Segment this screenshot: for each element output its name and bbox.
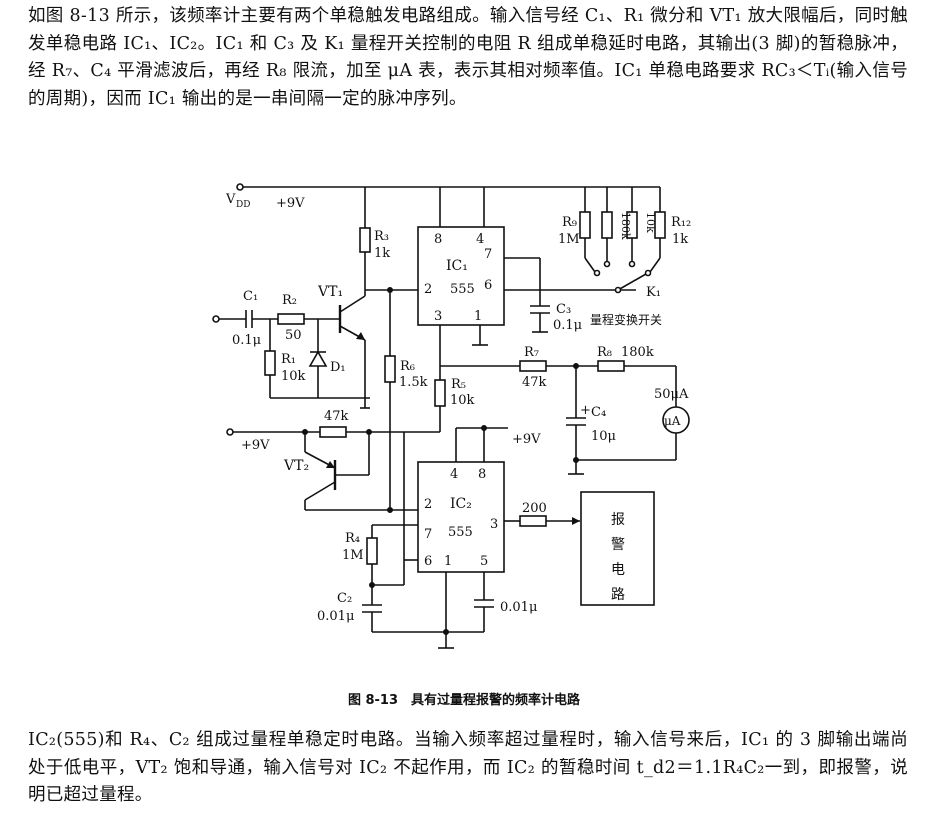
ic1-555: 555 [450, 282, 475, 297]
r9-label: R₉ [562, 215, 577, 230]
r8-resistor [597, 360, 625, 372]
ic2-pin7: 7 [424, 527, 432, 542]
ic2-pin5: 5 [480, 554, 488, 569]
r180k-label: 180k [619, 212, 632, 240]
r7-value: 47k [522, 375, 547, 390]
ic2-pin8: 8 [478, 467, 486, 482]
r8-value: 180k [621, 345, 654, 360]
r5-value: 10k [450, 393, 475, 408]
c3-value: 0.1μ [553, 318, 582, 333]
r6-resistor [384, 355, 396, 383]
r4-resistor [366, 537, 378, 565]
vdd-sub: DD [236, 200, 250, 210]
k1-label: K₁ [646, 285, 661, 300]
r1-label: R₁ [281, 352, 296, 367]
ic2-label: IC₂ [450, 496, 472, 512]
figure-caption: 图 8-13 具有过量程报警的频率计电路 [347, 693, 581, 708]
ic1-pin3: 3 [434, 309, 442, 324]
ic1-pin1: 1 [474, 309, 482, 324]
r180k-resistor [601, 211, 613, 239]
ic1-pin6: 6 [484, 278, 492, 293]
switch-note: 量程变换开关 [590, 312, 662, 327]
r8-label: R₈ [597, 345, 612, 360]
r47k-label: 47k [324, 409, 349, 424]
r10k-label: 10k [644, 212, 657, 233]
r47k-resistor [319, 426, 347, 438]
r6-label: R₆ [400, 359, 415, 374]
intro-paragraph: 如图 8-13 所示，该频率计主要有两个单稳触发电路组成。输入信号经 C₁、R₁… [28, 6, 908, 109]
r2-label: R₂ [282, 293, 297, 308]
r5-resistor [434, 379, 446, 407]
r5-label: R₅ [451, 377, 466, 392]
r2-value: 50 [285, 328, 302, 343]
c1-value: 0.1μ [232, 333, 261, 348]
r9-value: 1M [558, 232, 580, 247]
ic1-pin7: 7 [484, 247, 492, 262]
r12-value: 1k [672, 232, 688, 247]
r200-label: 200 [522, 501, 547, 516]
r1-value: 10k [281, 369, 306, 384]
c1-label: C₁ [243, 289, 258, 304]
plus9v-left-label: +9V [241, 438, 270, 453]
alarm-char-3: 电 [611, 562, 625, 578]
c2-value: 0.01μ [317, 609, 354, 624]
ic1-pin2: 2 [424, 282, 432, 297]
ic1-pin4: 4 [476, 232, 484, 247]
r3-value: 1k [374, 246, 390, 261]
ic1-pin8: 8 [434, 232, 442, 247]
k1-switch [617, 273, 647, 291]
r12-label: R₁₂ [671, 215, 691, 230]
r200-resistor [519, 515, 547, 527]
plus9v-top-label: +9V [276, 196, 305, 211]
ic2-pin3: 3 [490, 517, 498, 532]
ic2-box [417, 461, 505, 573]
c4-value: 10μ [591, 429, 616, 444]
outro-paragraph: IC₂(555)和 R₄、C₂ 组成过量程单稳定时电路。当输入频率超过量程时，输… [28, 730, 908, 805]
alarm-char-4: 路 [611, 587, 625, 603]
ic2-pin4: 4 [450, 467, 458, 482]
r3-label: R₃ [374, 229, 389, 244]
c2-label: C₂ [337, 591, 352, 606]
c3-label: C₃ [556, 302, 571, 317]
alarm-char-2: 警 [611, 537, 625, 553]
ic2-pin2: 2 [424, 497, 432, 512]
vt1-label: VT₁ [317, 284, 343, 300]
vt2-label: VT₂ [283, 458, 309, 474]
r6-value: 1.5k [399, 375, 428, 390]
ic2-pin1: 1 [444, 554, 452, 569]
d1-label: D₁ [330, 360, 346, 375]
c5-value: 0.01μ [500, 600, 537, 615]
input-terminal [212, 315, 220, 323]
r7-label: R₇ [524, 345, 539, 360]
ic1-label: IC₁ [446, 258, 468, 274]
r9-resistor [579, 211, 591, 239]
ic1-box [417, 226, 505, 326]
r1-resistor [264, 350, 276, 376]
d1-diode [308, 350, 328, 367]
alarm-circuit-box [580, 491, 655, 606]
plus9v-ic2-label: +9V [512, 432, 541, 447]
r4-value: 1M [342, 548, 364, 563]
ic2-555: 555 [448, 525, 473, 540]
vdd-terminal [236, 183, 244, 191]
meter-label: μA [664, 414, 681, 428]
r7-resistor [519, 360, 547, 372]
alarm-char-1: 报 [611, 512, 625, 528]
c4-plus: + [580, 403, 591, 418]
meter-value: 50μA [654, 387, 689, 402]
r3-resistor [359, 227, 371, 253]
vdd-label: V [225, 192, 236, 207]
c4-label: C₄ [591, 405, 606, 420]
ic2-pin6: 6 [424, 554, 432, 569]
r2-resistor [277, 313, 305, 325]
r4-label: R₄ [345, 531, 360, 546]
